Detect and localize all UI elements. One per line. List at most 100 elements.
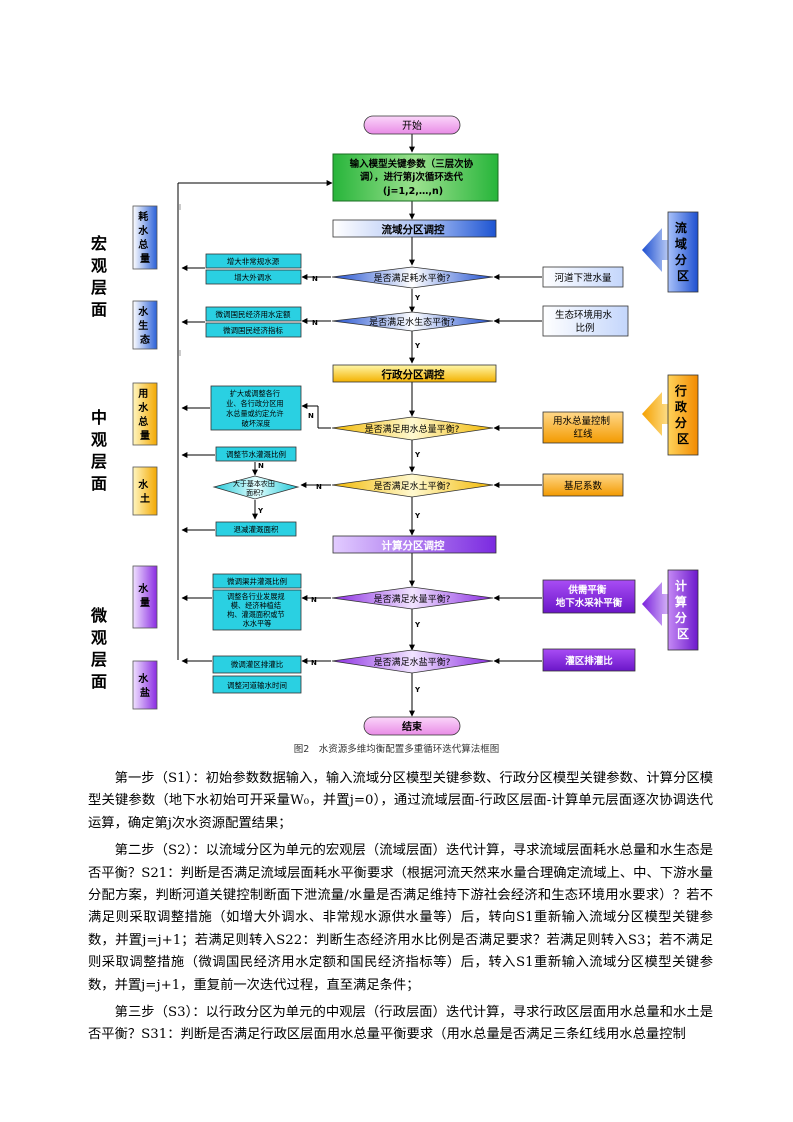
svg-text:N: N	[311, 659, 317, 667]
paragraph-step2: 第二步（S2）：以流域分区为单元的宏观层（流域层面）迭代计算，寻求流域层面耗水总…	[88, 843, 713, 993]
yes-no-labels: Y Y Y Y Y Y N N N N N N N Y	[257, 275, 421, 694]
svg-text:水 量: 水 量	[137, 582, 151, 609]
indicator-ecology: 水 生 态	[132, 300, 158, 350]
figure-caption: 图2 水资源多维均衡配置多重循环迭代算法框图	[293, 744, 500, 755]
svg-text:层: 层	[91, 278, 107, 297]
action-group-total-use: 扩大或调整各行 业、各行政分区用 水总量或约定允许 破坏深度	[210, 385, 302, 431]
stage-basin-bar	[332, 219, 497, 238]
svg-text:计 算 分 区: 计 算 分 区	[675, 578, 691, 641]
svg-text:水 生 态: 水 生 态	[137, 305, 151, 346]
decision-water-quantity-label: 是否满足水量平衡?	[374, 593, 451, 605]
input-gini-label: 基尼系数	[564, 480, 603, 492]
zone-basin: 流 域 分 区	[642, 211, 699, 293]
svg-text:流 域 分 区: 流 域 分 区	[675, 220, 691, 283]
svg-text:层: 层	[91, 452, 107, 471]
level-meso: 中 观 层 面	[91, 408, 107, 493]
svg-text:水 盐: 水 盐	[137, 672, 151, 699]
svg-text:Y: Y	[414, 342, 421, 350]
paragraph-step3: 第三步（S3）：以行政分区为单元的中观层（行政层面）迭代计算，寻求行政区层面用水…	[88, 1005, 713, 1043]
start-label: 开始	[402, 119, 422, 132]
stage-admin-bar	[332, 364, 497, 383]
svg-text:观: 观	[91, 628, 107, 647]
body-text: 第一步（S1）：初始参数数据输入，输入流域分区模型关键参数、行政分区模型关键参数…	[88, 768, 713, 1052]
input-irrigation-ratio-label: 灌区排灌比	[565, 655, 613, 667]
input-river-discharge	[542, 266, 624, 288]
flow-lines	[177, 132, 542, 717]
level-micro: 微 观 层 面	[90, 606, 108, 691]
input-red-line	[542, 411, 624, 444]
svg-text:中: 中	[91, 408, 107, 427]
input-red-line-label: 用水总量控制 红线	[553, 415, 613, 440]
svg-text:观: 观	[91, 256, 107, 275]
svg-text:Y: Y	[414, 451, 421, 459]
svg-text:Y: Y	[414, 512, 421, 520]
svg-text:调整各行业发展规 模、经济种植结 构: 调整各行业发展规 模、经济种植结 构、灌溉面积或节 水水平等	[227, 592, 287, 628]
input-river-discharge-label: 河道下泄水量	[554, 272, 612, 284]
svg-text:扩大或调整各行 业、各行政分区用 水: 扩大或调整各行 业、各行政分区用 水总量或约定允许 破坏深度	[226, 389, 286, 428]
svg-text:调整河道输水时间: 调整河道输水时间	[227, 680, 287, 690]
input-eco-ratio-label: 生态环境用水 比例	[555, 309, 615, 334]
decision-water-land-label: 是否满足水土平衡?	[374, 480, 451, 492]
input-gini	[542, 473, 624, 497]
input-params-text: 输入模型关键参数（三层次协 调），进行第j次循环迭代 (j=1,2,…,n)	[350, 158, 477, 197]
indicator-water-land: 水 土	[132, 466, 158, 516]
svg-text:N: N	[308, 412, 314, 420]
input-supply-demand-label: 供需平衡 地下水采补平衡	[556, 584, 623, 609]
svg-text:面: 面	[91, 300, 107, 319]
svg-text:水 土: 水 土	[137, 478, 151, 505]
action-group-consumption: 增大非常规水源 增大外调水	[205, 253, 302, 285]
end-label: 结束	[402, 720, 423, 733]
svg-text:层: 层	[91, 650, 107, 669]
svg-text:面: 面	[91, 672, 107, 691]
action-group-ecology: 微调国民经济用水定额 微调国民经济指标	[205, 306, 302, 338]
zone-admin: 行 政 分 区	[642, 374, 699, 456]
svg-text:大于基本农田 面积?: 大于基本农田 面积?	[233, 479, 277, 497]
action-group-water-land: 调整节水灌溉比例 大于基本农田 面积? 退减灌溉面积	[212, 446, 300, 537]
start-terminal	[363, 115, 461, 135]
svg-text:宏: 宏	[91, 234, 107, 253]
svg-text:N: N	[258, 462, 264, 470]
svg-text:N: N	[312, 275, 318, 283]
level-macro: 宏 观 层 面	[91, 234, 107, 319]
svg-text:耗 水 总 量: 耗 水 总 量	[137, 210, 151, 265]
decision-water-quantity	[331, 586, 494, 610]
stage-calc-label: 计算分区调控	[382, 539, 445, 552]
indicator-consumption: 耗 水 总 量	[132, 205, 158, 270]
input-irrigation-ratio	[542, 648, 636, 672]
svg-text:调整节水灌溉比例: 调整节水灌溉比例	[226, 449, 286, 459]
decision-water-ecology	[331, 311, 494, 332]
stage-admin-label: 行政分区调控	[381, 368, 445, 381]
svg-text:微调渠井灌溉比例: 微调渠井灌溉比例	[227, 576, 287, 586]
decision-water-ecology-label: 是否满足水生态平衡?	[369, 316, 455, 328]
svg-text:增大外调水: 增大外调水	[234, 272, 272, 282]
svg-text:Y: Y	[414, 294, 421, 302]
action-group-salt: 微调灌区排灌比 调整河道输水时间	[212, 655, 302, 694]
svg-text:Y: Y	[414, 686, 421, 694]
svg-text:用 水 总 量: 用 水 总 量	[137, 388, 151, 442]
svg-text:微: 微	[90, 606, 108, 625]
svg-text:N: N	[312, 319, 318, 327]
input-eco-ratio	[542, 305, 629, 337]
svg-text:Y: Y	[414, 621, 421, 629]
svg-text:微调灌区排灌比: 微调灌区排灌比	[231, 659, 284, 669]
svg-text:微调国民经济指标: 微调国民经济指标	[223, 325, 283, 335]
svg-text:增大非常规水源: 增大非常规水源	[227, 256, 280, 266]
stage-basin-label: 流域分区调控	[382, 223, 445, 236]
svg-text:微调国民经济用水定额: 微调国民经济用水定额	[216, 309, 291, 319]
end-terminal	[363, 716, 461, 736]
decision-farmland	[212, 475, 300, 500]
input-params-box	[332, 153, 499, 202]
action-group-quantity: 微调渠井灌溉比例 调整各行业发展规 模、经济种植结 构、灌溉面积或节 水水平等	[212, 573, 302, 631]
svg-text:观: 观	[91, 430, 107, 449]
svg-text:Y: Y	[257, 507, 264, 515]
zone-calc: 计 算 分 区	[642, 569, 699, 651]
flowchart-figure: 开始 输入模型关键参数（三层次协 调），进行第j次循环迭代 (j=1,2,…,n…	[90, 115, 699, 736]
paragraph-step1: 第一步（S1）：初始参数数据输入，输入流域分区模型关键参数、行政分区模型关键参数…	[88, 771, 713, 831]
input-supply-demand	[542, 579, 636, 614]
decision-water-consumption-label: 是否满足耗水平衡?	[374, 272, 451, 284]
decision-total-use	[331, 416, 494, 441]
decision-water-land	[331, 473, 494, 498]
svg-text:行 政 分 区: 行 政 分 区	[674, 383, 691, 446]
indicator-total-use: 用 水 总 量	[132, 382, 158, 446]
svg-text:N: N	[316, 483, 322, 491]
